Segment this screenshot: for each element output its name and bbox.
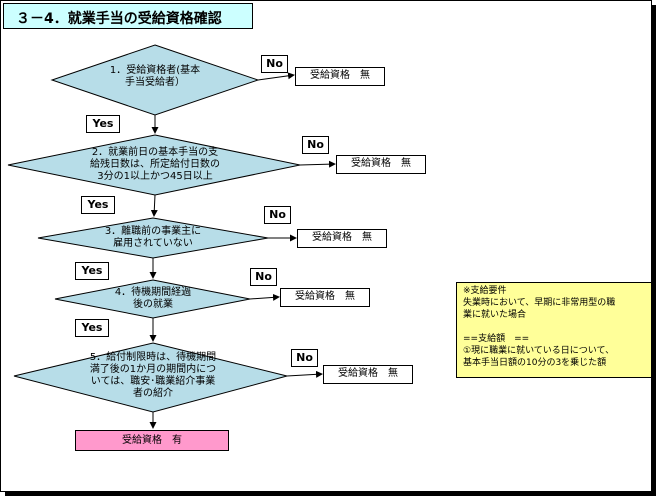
page-title: ３－4．就業手当の受給資格確認 bbox=[16, 11, 222, 27]
decision-2-label: 2．就業前日の基本手当の支 給残日数は、所定給付日数の 3分の1以上かつ45日以… bbox=[90, 147, 220, 182]
note-box: ※支給要件 失業時において、早期に非常用型の職 業に就いた場合 ==支給額 ==… bbox=[456, 282, 652, 378]
note-line: 業に就いた場合 bbox=[463, 310, 527, 320]
note-line: ==支給額 == bbox=[463, 334, 530, 344]
note-line: ※支給要件 bbox=[463, 286, 507, 296]
no-result-5: 受給資格 無 bbox=[323, 365, 413, 384]
decision-3-label: 3．離職前の事業主に 雇用されていない bbox=[104, 226, 202, 249]
decision-5-label: 5．給付制限時は、待機期間 満了後の1か月の期間内につ いては、職安･職業紹介事… bbox=[89, 352, 217, 399]
no-tag-2: No bbox=[302, 136, 329, 154]
no-tag-1: No bbox=[261, 55, 288, 73]
note-line: ①現に職業に就いている日について、 bbox=[463, 346, 615, 356]
no-result-3: 受給資格 無 bbox=[297, 229, 387, 248]
no-arrow-4 bbox=[249, 293, 280, 301]
note-line: 失業時において、早期に非常用型の職 bbox=[463, 298, 616, 308]
yes-tag-4: Yes bbox=[75, 319, 109, 337]
decision-1-label: 1．受給資格者(基本 手当受給者） bbox=[109, 65, 201, 88]
no-arrow-2 bbox=[299, 160, 336, 168]
final-result-box: 受給資格 有 bbox=[75, 430, 229, 451]
yes-tag-1: Yes bbox=[86, 115, 120, 133]
no-arrow-1 bbox=[257, 72, 295, 81]
yes-tag-2: Yes bbox=[81, 196, 115, 214]
no-tag-3: No bbox=[264, 206, 291, 224]
note-line bbox=[463, 321, 645, 333]
title-box: ３－4．就業手当の受給資格確認 bbox=[3, 3, 253, 29]
no-tag-5: No bbox=[291, 349, 318, 367]
frame-shadow-bottom bbox=[5, 492, 656, 496]
no-tag-4: No bbox=[250, 268, 277, 286]
no-result-1: 受給資格 無 bbox=[295, 67, 385, 86]
yes-tag-3: Yes bbox=[75, 262, 109, 280]
yes-arrow-2 bbox=[150, 194, 158, 217]
no-result-4: 受給資格 無 bbox=[280, 288, 370, 307]
decision-4-label: 4．待機期間経過 後の就業 bbox=[114, 287, 192, 310]
no-arrow-5 bbox=[286, 370, 323, 378]
frame-shadow-right bbox=[652, 5, 656, 495]
no-result-2: 受給資格 無 bbox=[336, 155, 426, 174]
note-line: 基本手当日額の10分の3を乗じた額 bbox=[463, 358, 607, 368]
